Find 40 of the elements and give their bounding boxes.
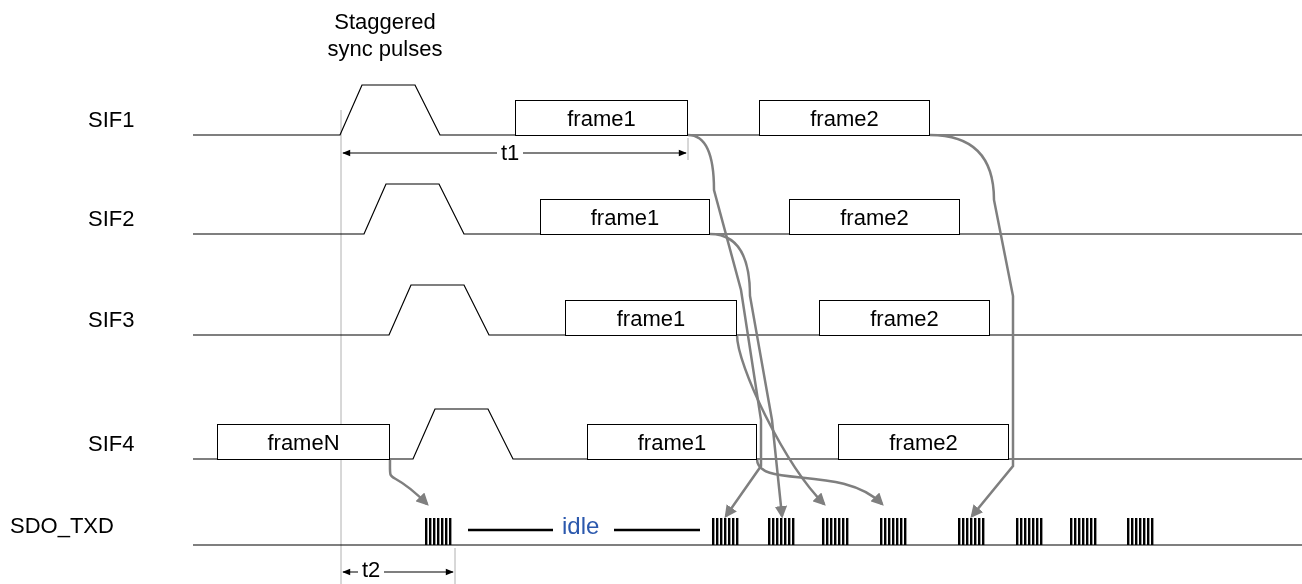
arrow xyxy=(929,133,1015,518)
signal-name: SDO_TXD xyxy=(10,513,114,539)
frame-label: frame1 xyxy=(616,304,686,333)
arrow xyxy=(755,458,884,506)
data-burst xyxy=(768,518,796,545)
data-burst xyxy=(1070,518,1098,545)
annotation: Staggered sync pulses xyxy=(326,8,444,62)
data-burst xyxy=(822,518,850,545)
signal-name: SIF4 xyxy=(88,431,135,457)
frame-label: frame2 xyxy=(840,203,909,232)
data-burst xyxy=(1127,518,1155,545)
signal-name: SIF2 xyxy=(88,206,135,232)
frame-box xyxy=(759,100,930,136)
data-burst xyxy=(425,518,453,545)
data-burst xyxy=(712,518,740,545)
arrow xyxy=(709,232,788,519)
frame-label: frame1 xyxy=(590,203,660,232)
frame-box xyxy=(565,300,737,336)
frame-box xyxy=(789,199,960,235)
arrow xyxy=(735,334,826,506)
frame-label: frameN xyxy=(267,428,340,457)
frame-box xyxy=(819,300,990,336)
frame-label: frame2 xyxy=(810,104,879,133)
frame-label: frame1 xyxy=(567,104,636,133)
signal-name: SIF3 xyxy=(88,307,135,333)
frame-label: frame2 xyxy=(889,428,958,457)
state-label: idle xyxy=(561,513,601,539)
frame-label: frame1 xyxy=(637,428,707,457)
frame-box xyxy=(540,199,710,235)
arrow xyxy=(388,459,429,506)
frame-box xyxy=(838,424,1009,460)
frame-label: frame2 xyxy=(870,304,939,333)
data-burst xyxy=(958,518,986,545)
data-burst xyxy=(880,518,908,545)
data-burst xyxy=(1016,518,1044,545)
signal-name: SIF1 xyxy=(88,107,135,133)
frame-box xyxy=(515,100,688,136)
frame-box xyxy=(587,424,757,460)
frame-box xyxy=(217,424,390,460)
arrow xyxy=(687,133,763,519)
